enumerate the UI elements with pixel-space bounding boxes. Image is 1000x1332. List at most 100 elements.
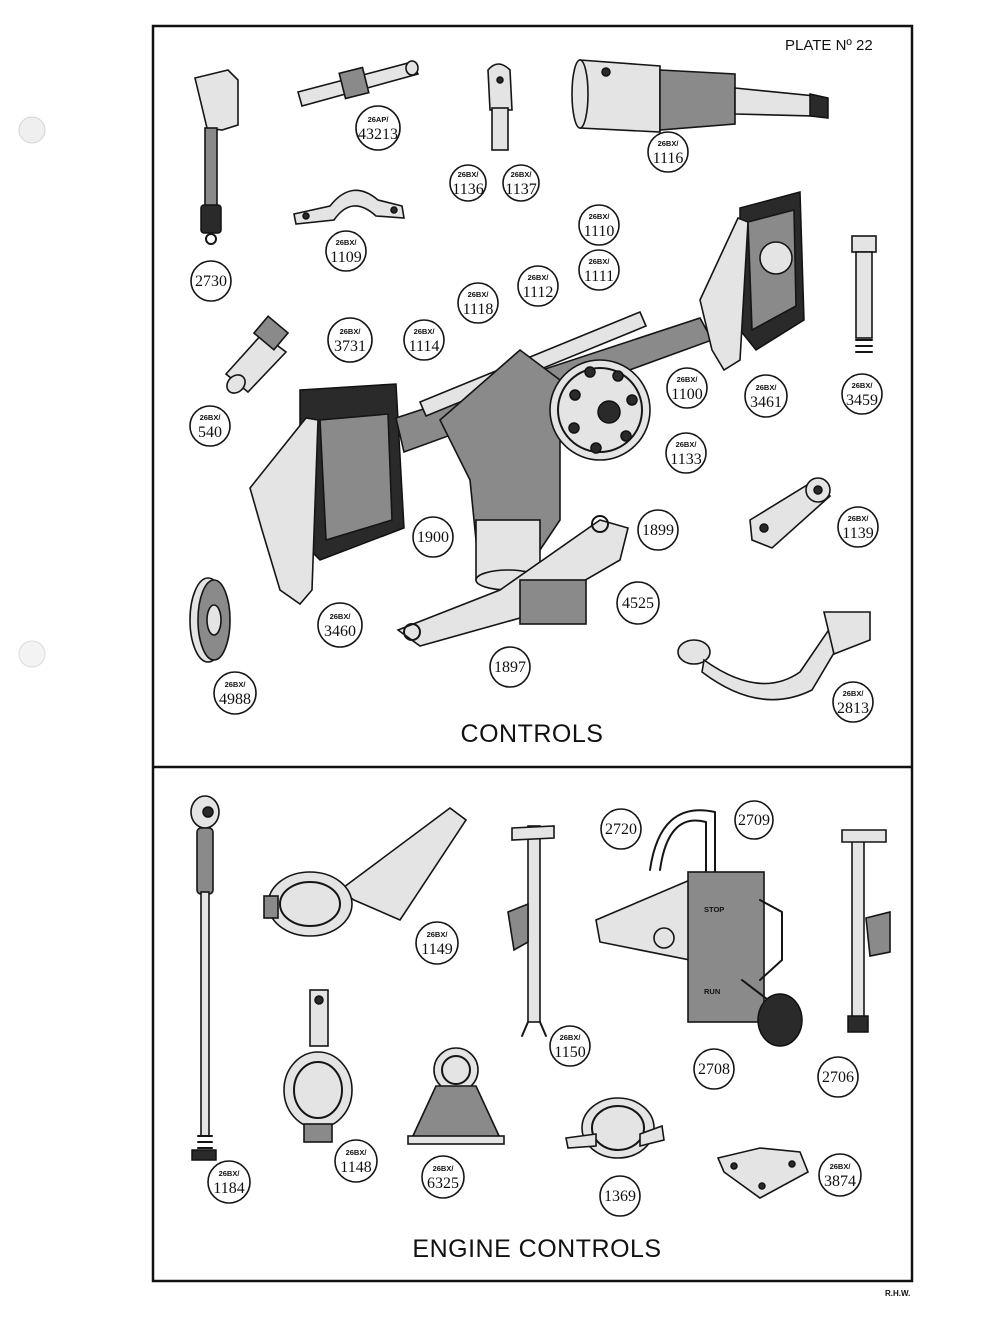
callout-1899: 1899 — [637, 509, 679, 551]
part-1136-drawing — [487, 63, 513, 151]
callout-1116: 26BX/1116 — [647, 131, 689, 173]
callout-circle — [355, 105, 401, 151]
engine-controls-section-title: ENGINE CONTROLS — [412, 1235, 661, 1263]
callout-2708: 2708 — [693, 1048, 735, 1090]
callout-prefix: 26BX/ — [677, 375, 699, 384]
callout-2720: 2720 — [600, 808, 642, 850]
part-2708-drawing: STOP RUN — [595, 809, 803, 1047]
part-2813-drawing — [677, 611, 871, 701]
callout-1133: 26BX/1133 — [665, 432, 707, 474]
callout-number: 3459 — [846, 392, 878, 409]
callout-prefix: 26BX/ — [830, 1162, 852, 1171]
callout-circle — [578, 204, 620, 246]
callout-number: 1899 — [642, 522, 674, 539]
callout-number: 1111 — [584, 268, 614, 285]
draughtsman-initials: R.H.W. — [885, 1289, 910, 1298]
part-3459-drawing — [851, 235, 877, 353]
callout-number: 1116 — [653, 150, 684, 167]
callout-circle — [616, 581, 660, 625]
callout-1139: 26BX/1139 — [837, 506, 879, 548]
callout-number: 540 — [198, 424, 222, 441]
callout-circle — [665, 432, 707, 474]
callout-1137: 26BX/1137 — [502, 164, 540, 202]
callout-4525: 4525 — [616, 581, 660, 625]
callout-number: 4525 — [622, 595, 654, 612]
callout-1150: 26BX/1150 — [549, 1025, 591, 1067]
callout-1897: 1897 — [489, 646, 531, 688]
callout-1110: 26BX/1110 — [578, 204, 620, 246]
callout-circle — [502, 164, 540, 202]
callout-2709: 2709 — [734, 800, 774, 840]
callout-2706: 2706 — [817, 1056, 859, 1098]
callout-circle — [637, 509, 679, 551]
callout-number: 1109 — [330, 249, 361, 266]
callout-number: 1110 — [584, 223, 615, 240]
callout-circle — [415, 921, 459, 965]
callout-number: 3731 — [334, 338, 366, 355]
callout-circle — [599, 1175, 641, 1217]
callout-circle — [449, 164, 487, 202]
callout-prefix: 26BX/ — [468, 290, 490, 299]
callout-prefix: 26BX/ — [843, 689, 865, 698]
callout-1114: 26BX/1114 — [403, 319, 445, 361]
callout-number: 1897 — [494, 659, 526, 676]
callout-circle — [190, 260, 232, 302]
callout-prefix: 26BX/ — [511, 170, 533, 179]
callout-prefix: 26BX/ — [427, 930, 449, 939]
callout-prefix: 26BX/ — [589, 212, 611, 221]
callout-3874: 26BX/3874 — [818, 1153, 862, 1197]
part-1109-drawing — [293, 189, 405, 225]
callout-prefix: 26BX/ — [225, 680, 247, 689]
callout-circle — [818, 1153, 862, 1197]
callout-prefix: 26BX/ — [433, 1164, 455, 1173]
callout-1369: 1369 — [599, 1175, 641, 1217]
part-1139-drawing — [749, 477, 832, 549]
callout-number: 2720 — [605, 821, 637, 838]
callout-number: 2706 — [822, 1069, 854, 1086]
controls-illustrations — [189, 59, 877, 701]
callout-circle — [837, 506, 879, 548]
callout-prefix: 26BX/ — [560, 1033, 582, 1042]
callout-circle — [817, 1056, 859, 1098]
callout-number: 1133 — [670, 451, 701, 468]
callout-prefix: 26BX/ — [200, 413, 222, 422]
callout-2813: 26BX/2813 — [832, 681, 874, 723]
callout-circle — [832, 681, 874, 723]
callout-3460: 26BX/3460 — [317, 602, 363, 648]
callout-number: 43213 — [358, 126, 398, 143]
callout-3461: 26BX/3461 — [744, 374, 788, 418]
callout-number: 1184 — [213, 1180, 244, 1197]
callout-1118: 26BX/1118 — [457, 282, 499, 324]
engine-controls-illustrations: STOP RUN — [190, 795, 891, 1199]
callout-number: 3874 — [824, 1173, 856, 1190]
part-1184-drawing — [190, 795, 220, 1161]
callout-number: 1369 — [604, 1188, 636, 1205]
callout-number: 1137 — [505, 181, 536, 198]
callout-number: 1100 — [671, 386, 702, 403]
callout-circle — [666, 367, 708, 409]
callout-prefix: 26BX/ — [340, 327, 362, 336]
callout-prefix: 26BX/ — [658, 139, 680, 148]
callout-prefix: 26BX/ — [330, 612, 352, 621]
callout-prefix: 26BX/ — [756, 383, 778, 392]
callout-circle — [327, 317, 373, 363]
plate-border — [151, 24, 914, 1283]
callout-prefix: 26BX/ — [219, 1169, 241, 1178]
callout-prefix: 26BX/ — [458, 170, 480, 179]
callout-number: 2709 — [738, 812, 770, 829]
main-controls-assembly — [249, 191, 805, 647]
callout-1112: 26BX/1112 — [517, 265, 559, 307]
callout-circle — [841, 373, 883, 415]
callout-number: 4988 — [219, 691, 251, 708]
callout-1900: 1900 — [412, 516, 454, 558]
callout-prefix: 26BX/ — [676, 440, 698, 449]
part-540-drawing — [224, 315, 290, 394]
callout-3459: 26BX/3459 — [841, 373, 883, 415]
callout-6325: 26BX/6325 — [421, 1155, 465, 1199]
callout-1148: 26BX/1148 — [334, 1139, 378, 1183]
callout-1149: 26BX/1149 — [415, 921, 459, 965]
throttle-plate-stop-text: STOP — [704, 905, 724, 914]
callout-number: 1150 — [554, 1044, 585, 1061]
controls-section-title: CONTROLS — [461, 720, 604, 748]
